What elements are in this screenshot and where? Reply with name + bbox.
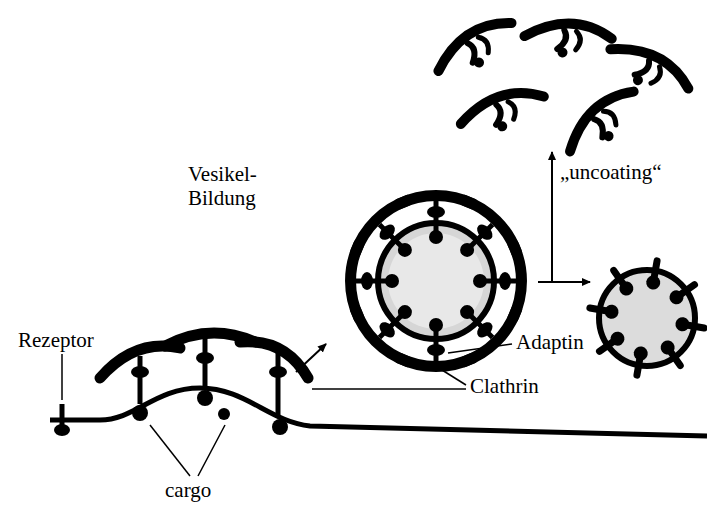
process-arrow	[538, 281, 590, 283]
leader-line	[448, 344, 512, 353]
process-arrow	[551, 152, 553, 282]
part-label: cargo	[165, 478, 211, 502]
leader-line	[198, 425, 225, 476]
cargo-molecule	[132, 390, 288, 435]
uncoated-vesicle	[589, 260, 706, 377]
leader-line	[61, 354, 63, 400]
leader-line	[150, 425, 190, 476]
process-label: „uncoating“	[560, 160, 661, 184]
clathrin-coat	[100, 333, 308, 418]
process-label: Vesikel- Bildung	[188, 162, 288, 210]
receptor-symbol	[54, 424, 70, 436]
part-label: Adaptin	[516, 330, 584, 354]
leader-line	[442, 370, 466, 385]
plasma-membrane	[50, 388, 707, 436]
clathrin-triskelion	[430, 11, 692, 161]
part-label: Clathrin	[470, 374, 539, 398]
process-arrow	[296, 344, 326, 372]
coated-vesicle	[349, 194, 522, 367]
part-label: Rezeptor	[18, 328, 94, 352]
leader-line	[312, 388, 466, 390]
